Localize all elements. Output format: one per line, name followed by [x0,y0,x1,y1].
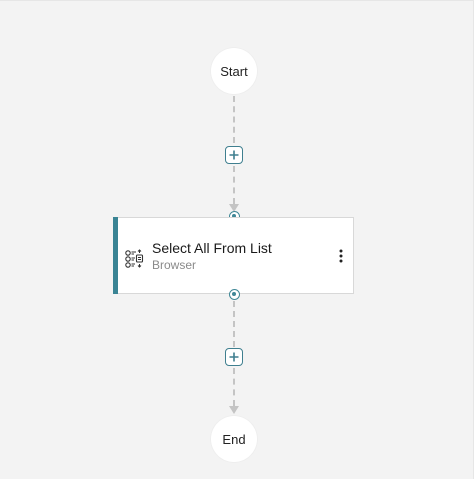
start-node[interactable]: Start [211,48,257,94]
plus-icon [229,352,239,362]
start-label: Start [220,63,248,79]
connector-line [233,166,235,204]
browser-list-icon [125,249,144,268]
arrow-down-icon [229,204,239,212]
action-subtitle: Browser [152,258,197,272]
connector-line [233,96,235,143]
action-title: Select All From List [152,240,272,256]
more-vertical-icon[interactable] [338,249,344,263]
output-port[interactable] [229,289,240,300]
card-accent-bar [113,217,118,294]
connector-line [233,368,235,406]
add-step-button[interactable] [225,348,243,366]
end-node[interactable]: End [211,416,257,462]
end-label: End [222,431,246,447]
plus-icon [229,150,239,160]
connector-line [233,301,235,347]
arrow-down-icon [229,406,239,414]
add-step-button[interactable] [225,146,243,164]
canvas-divider [0,0,474,1]
action-card[interactable]: Select All From List Browser [113,217,354,294]
